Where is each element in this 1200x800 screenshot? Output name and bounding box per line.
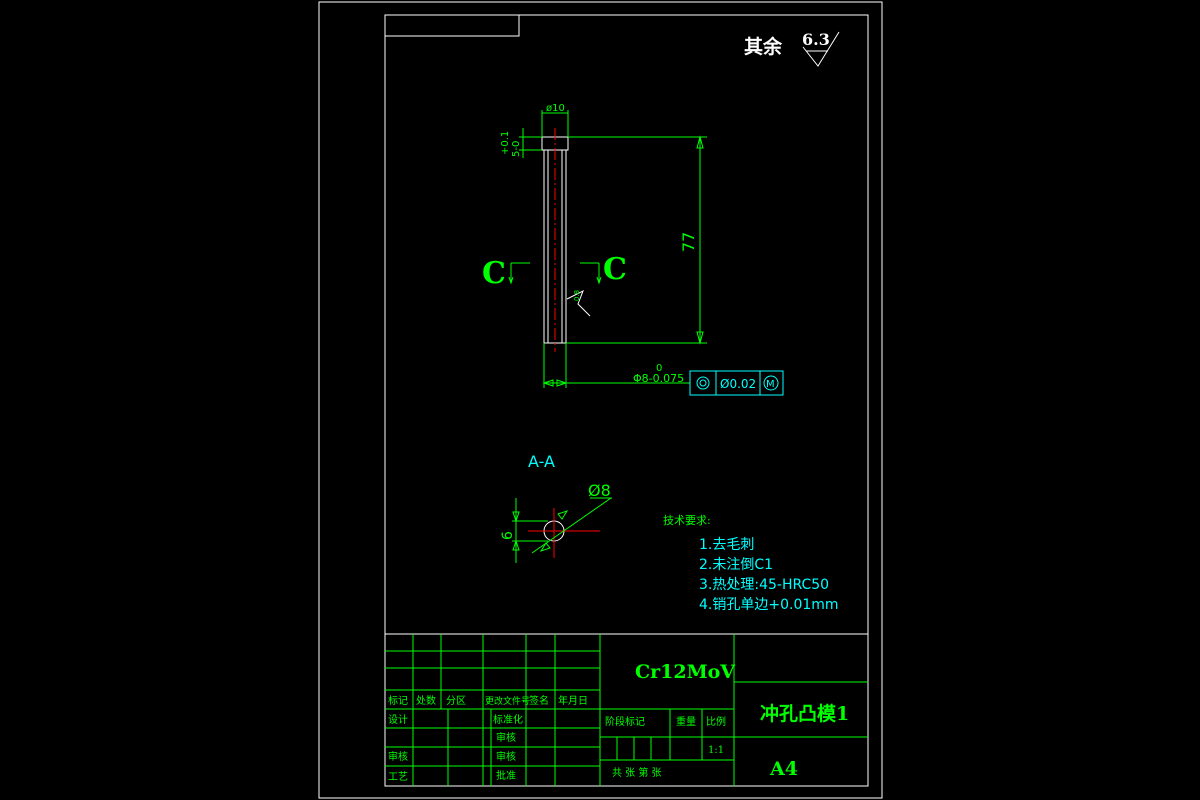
svg-text:ø10: ø10 bbox=[546, 103, 565, 114]
corner-code-box bbox=[384, 14, 520, 37]
technical-requirements: 技术要求: 1.去毛刺 2.未注倒C1 3.热处理:45-HRC50 4.销孔单… bbox=[663, 514, 839, 613]
section-label-left: C bbox=[482, 256, 506, 291]
tech-item-4: 4.销孔单边+0.01mm bbox=[699, 597, 839, 613]
svg-text:更改文件号: 更改文件号 bbox=[485, 695, 530, 707]
tech-item-3: 3.热处理:45-HRC50 bbox=[699, 577, 829, 593]
dimensions: ø10 +0.1 5-0 77 0 Φ8-0.075 0.8 bbox=[500, 103, 707, 388]
svg-text:处数: 处数 bbox=[416, 694, 436, 707]
svg-text:标准化: 标准化 bbox=[493, 713, 523, 726]
svg-text:Φ8-0.075: Φ8-0.075 bbox=[633, 372, 684, 385]
svg-text:审核: 审核 bbox=[496, 750, 516, 763]
inner-frame bbox=[384, 14, 869, 787]
svg-text:标记: 标记 bbox=[388, 695, 408, 707]
tech-title: 技术要求: bbox=[663, 514, 711, 527]
svg-text:77: 77 bbox=[679, 232, 698, 252]
outer-frame bbox=[318, 1, 883, 799]
svg-text:0.8: 0.8 bbox=[573, 290, 581, 301]
tech-item-2: 2.未注倒C1 bbox=[699, 557, 773, 573]
tolerance-modifier: M bbox=[766, 379, 775, 390]
svg-text:审核: 审核 bbox=[388, 750, 408, 763]
svg-text:Ø8: Ø8 bbox=[588, 481, 611, 500]
tolerance-value: Ø0.02 bbox=[720, 377, 756, 391]
section-cut-marks: C C bbox=[482, 252, 627, 291]
svg-text:+0.1: +0.1 bbox=[500, 131, 511, 155]
svg-text:批准: 批准 bbox=[496, 769, 516, 782]
svg-text:0: 0 bbox=[656, 363, 662, 374]
svg-text:比例: 比例 bbox=[706, 715, 726, 728]
section-title: A-A bbox=[528, 452, 555, 471]
svg-text:审核: 审核 bbox=[496, 731, 516, 744]
svg-text:重量: 重量 bbox=[676, 715, 696, 728]
svg-text:分区: 分区 bbox=[446, 695, 466, 707]
punch-view bbox=[541, 128, 569, 352]
svg-text:5-0: 5-0 bbox=[511, 141, 522, 157]
svg-text:6: 6 bbox=[500, 531, 516, 540]
roughness-prefix: 其余 bbox=[744, 35, 783, 58]
svg-text:设计: 设计 bbox=[388, 713, 408, 726]
material: Cr12MoV bbox=[635, 661, 736, 683]
svg-text:阶段标记: 阶段标记 bbox=[605, 715, 645, 728]
roughness-value: 6.3 bbox=[802, 30, 830, 49]
part-name: 冲孔凸模1 bbox=[760, 702, 849, 725]
tech-item-1: 1.去毛刺 bbox=[699, 537, 754, 553]
sheet-size: A4 bbox=[769, 758, 798, 780]
svg-text:年月日: 年月日 bbox=[558, 694, 588, 707]
section-view: A-A 6 Ø8 bbox=[500, 452, 612, 563]
title-block: Cr12MoV 冲孔凸模1 A4 1:1 标记 处数 分区 更改文件号 签名 年… bbox=[384, 633, 869, 787]
svg-text:共 张 第 张: 共 张 第 张 bbox=[612, 766, 662, 779]
section-label-right: C bbox=[603, 252, 627, 287]
svg-text:工艺: 工艺 bbox=[388, 771, 408, 783]
svg-text:签名: 签名 bbox=[529, 694, 549, 707]
scale: 1:1 bbox=[708, 745, 724, 756]
surface-finish-symbol bbox=[566, 289, 591, 317]
roughness-symbol bbox=[802, 31, 840, 67]
tolerance-frame: Ø0.02 M bbox=[689, 370, 784, 396]
